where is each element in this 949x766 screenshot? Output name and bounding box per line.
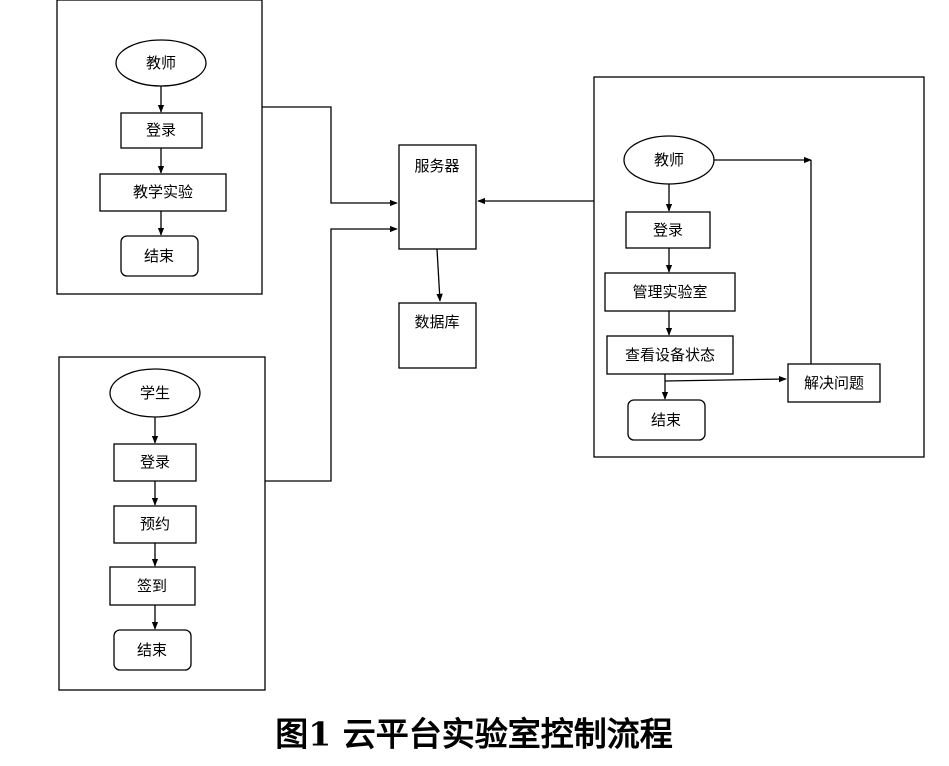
admin-login-label: 登录 — [653, 221, 683, 239]
student-end-node — [113, 629, 192, 671]
arrow-server-to-database — [436, 248, 443, 302]
student-panel-frame — [58, 356, 266, 691]
admin-end-node — [627, 399, 706, 441]
arrow-admin-check-solve — [664, 375, 787, 383]
admin-end-label: 结束 — [651, 411, 681, 429]
student-start-label: 学生 — [140, 384, 170, 402]
teacher-panel-frame — [56, 0, 263, 295]
admin-solve-node — [787, 363, 881, 403]
database-label: 数据库 — [414, 313, 459, 331]
student-reserve-label: 预约 — [140, 515, 170, 533]
server-label: 服务器 — [414, 157, 459, 175]
student-checkin-node — [109, 566, 196, 606]
admin-manage-label: 管理实验室 — [632, 283, 707, 301]
teacher-start-label: 教师 — [146, 54, 176, 72]
arrow-student-panel-to-server — [265, 225, 398, 482]
teacher-end-node — [120, 235, 199, 277]
teacher-teach-node — [99, 173, 227, 212]
database-node — [398, 302, 477, 369]
student-checkin-label: 签到 — [137, 577, 167, 595]
student-login-label: 登录 — [140, 453, 170, 471]
admin-check-status-label: 查看设备状态 — [625, 346, 715, 364]
figure-caption: 图1 云平台实验室控制流程 — [275, 715, 672, 754]
teacher-login-label: 登录 — [146, 121, 176, 139]
admin-manage-node — [604, 272, 736, 312]
admin-start-label: 教师 — [654, 151, 684, 169]
admin-solve-label: 解决问题 — [804, 374, 864, 392]
teacher-end-label: 结束 — [144, 247, 174, 265]
admin-login-node — [625, 211, 711, 249]
admin-panel-frame — [593, 76, 925, 458]
admin-check-status-node — [606, 335, 734, 375]
student-end-label: 结束 — [137, 641, 167, 659]
arrow-teacher-panel-to-server — [262, 106, 398, 207]
teacher-teach-label: 教学实验 — [133, 183, 193, 201]
